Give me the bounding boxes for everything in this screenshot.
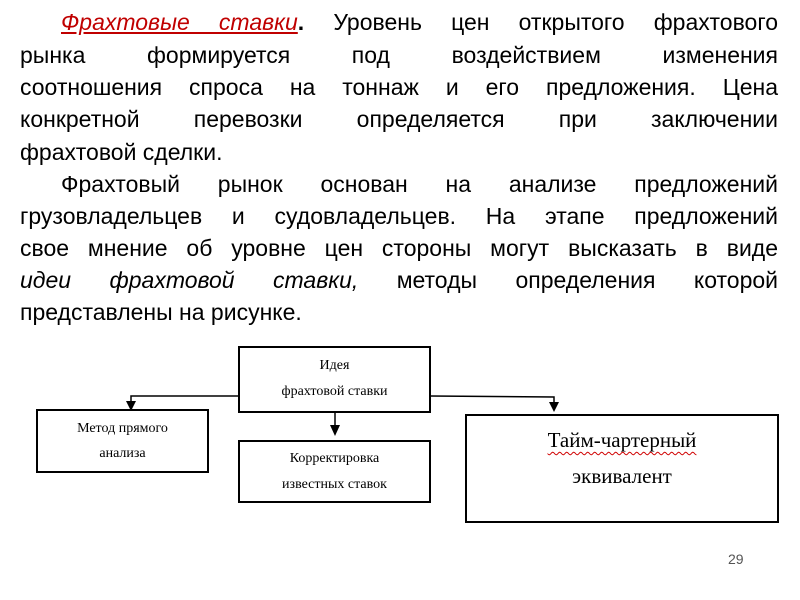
p1-line-1: Фрахтовые ставки. Уровень цен открытого … (61, 9, 778, 35)
p1-line-5: фрахтовой сделки. (20, 139, 223, 165)
p1-line-4: конкретной перевозки определяется при за… (20, 106, 778, 132)
box-freight-rate-idea: Идея фрахтовой ставки (238, 346, 431, 413)
term-freight-rates: Фрахтовые ставки (61, 9, 298, 35)
box-direct-analysis: Метод прямого анализа (36, 409, 209, 473)
p1-line-3: соотношения спроса на тоннаж и его предл… (20, 74, 778, 100)
connector-right (429, 395, 555, 403)
connector-left (130, 395, 238, 402)
p2-line-2: грузовладельцев и судовладельцев. На эта… (20, 203, 778, 229)
p2-line-5: представлены на рисунке. (20, 299, 302, 325)
italic-phrase: идеи фрахтовой ставки, (20, 267, 359, 293)
page-number: 29 (728, 551, 744, 567)
p2-line-1: Фрахтовый рынок основан на анализе предл… (61, 171, 778, 197)
box-time-charter-equivalent: Тайм-чартерный эквивалент (465, 414, 779, 523)
p1-line-2: рынка формируется под воздействием измен… (20, 42, 778, 68)
arrow-right-icon (549, 402, 559, 412)
box-rate-correction: Корректировка известных ставок (238, 440, 431, 503)
p2-line-3: свое мнение об уровне цен стороны могут … (20, 235, 778, 261)
p2-line-4: идеи фрахтовой ставки, методы определени… (20, 267, 778, 293)
arrow-left-icon (126, 401, 136, 411)
arrow-middle-icon (330, 425, 340, 436)
